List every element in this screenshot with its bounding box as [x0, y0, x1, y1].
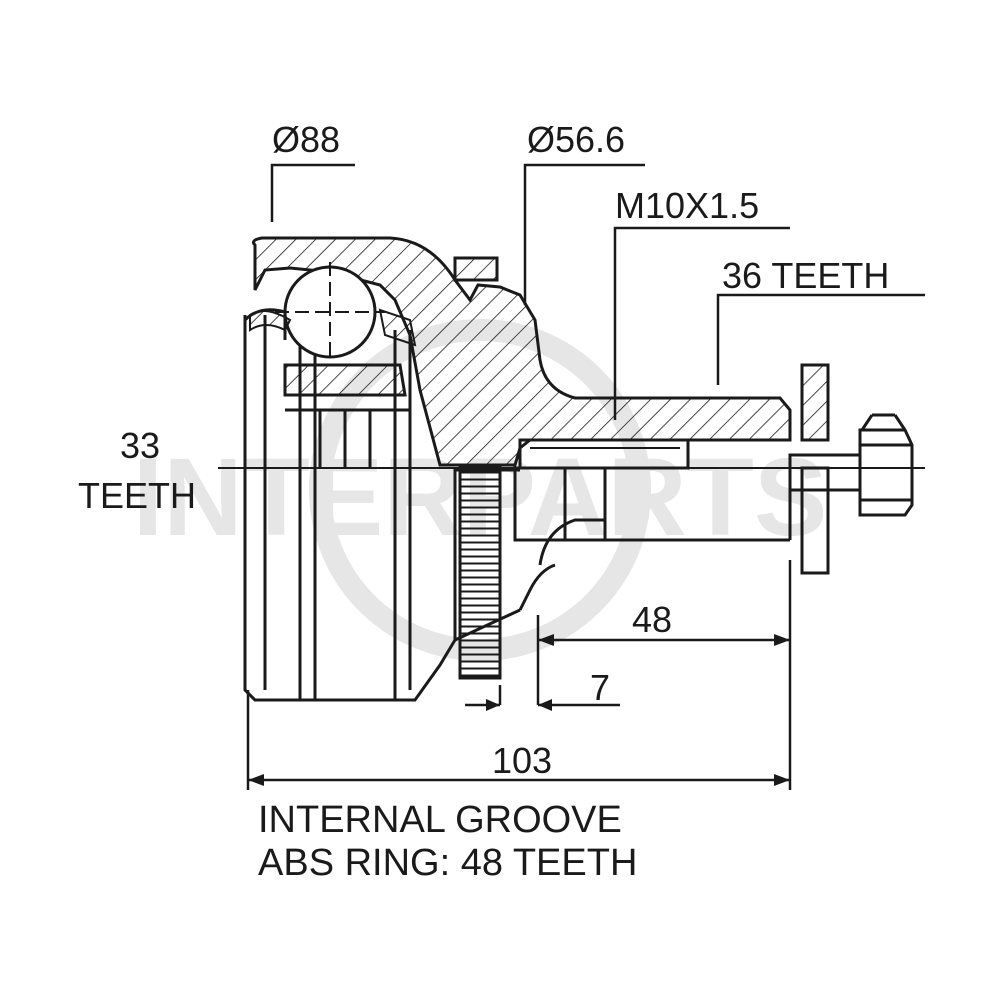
bolt: [788, 413, 914, 517]
leader-lines: [270, 163, 925, 420]
abs-ring: [458, 466, 502, 680]
note-line-2: ABS RING: 48 TEETH: [258, 842, 637, 884]
label-d-outer: Ø88: [272, 119, 340, 160]
washer: [800, 363, 830, 575]
label-outer-teeth: 36 TEETH: [722, 255, 889, 296]
label-len-offset: 7: [590, 667, 610, 708]
label-inner-teeth-num: 33: [120, 425, 160, 466]
label-len-shaft: 48: [632, 599, 672, 640]
label-inner-teeth-word: TEETH: [78, 475, 196, 516]
ball: [249, 262, 417, 360]
arrowheads: [248, 634, 790, 786]
seal-ring: [453, 256, 499, 282]
label-thread: M10X1.5: [615, 185, 759, 226]
shaft-thread: [513, 438, 792, 542]
label-d-inner: Ø56.6: [527, 119, 625, 160]
label-len-total: 103: [492, 740, 552, 781]
note-line-1: INTERNAL GROOVE: [258, 799, 622, 841]
